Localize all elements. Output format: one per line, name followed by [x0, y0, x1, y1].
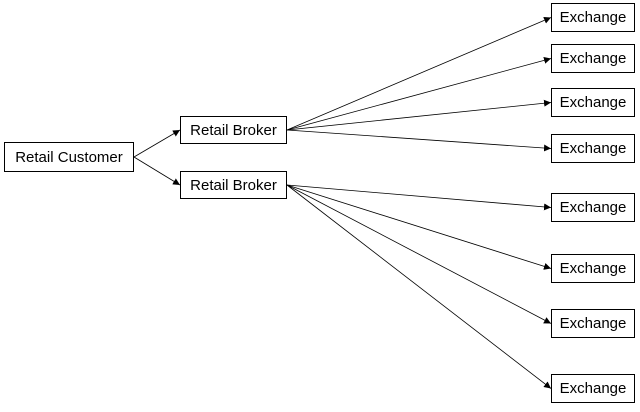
arrow-broker-1-to-exchange-4: [286, 129, 552, 152]
retail-customer-node: Retail Customer: [4, 142, 134, 172]
arrow-customer-to-broker-2: [133, 156, 181, 186]
retail-broker-node-1: Retail Broker: [180, 116, 287, 144]
arrow-customer-to-broker-1: [133, 129, 181, 158]
arrow-broker-2-to-exchange-5: [286, 184, 552, 211]
exchange-node-5: Exchange: [551, 193, 635, 222]
exchange-node-4: Exchange: [551, 134, 635, 163]
exchange-node-8: Exchange: [551, 374, 635, 403]
exchange-node-1: Exchange: [551, 3, 635, 32]
arrow-broker-1-to-exchange-3: [286, 99, 552, 131]
retail-broker-node-2: Retail Broker: [180, 171, 287, 199]
exchange-node-7: Exchange: [551, 309, 635, 338]
arrow-broker-2-to-exchange-8: [286, 184, 552, 389]
arrow-broker-2-to-exchange-7: [286, 184, 552, 324]
arrow-broker-1-to-exchange-1: [286, 17, 552, 131]
exchange-node-6: Exchange: [551, 254, 635, 283]
exchange-node-2: Exchange: [551, 44, 635, 73]
arrow-broker-1-to-exchange-2: [286, 56, 552, 131]
edge-group: [133, 17, 552, 389]
exchange-node-3: Exchange: [551, 88, 635, 117]
arrow-broker-2-to-exchange-6: [286, 184, 552, 270]
